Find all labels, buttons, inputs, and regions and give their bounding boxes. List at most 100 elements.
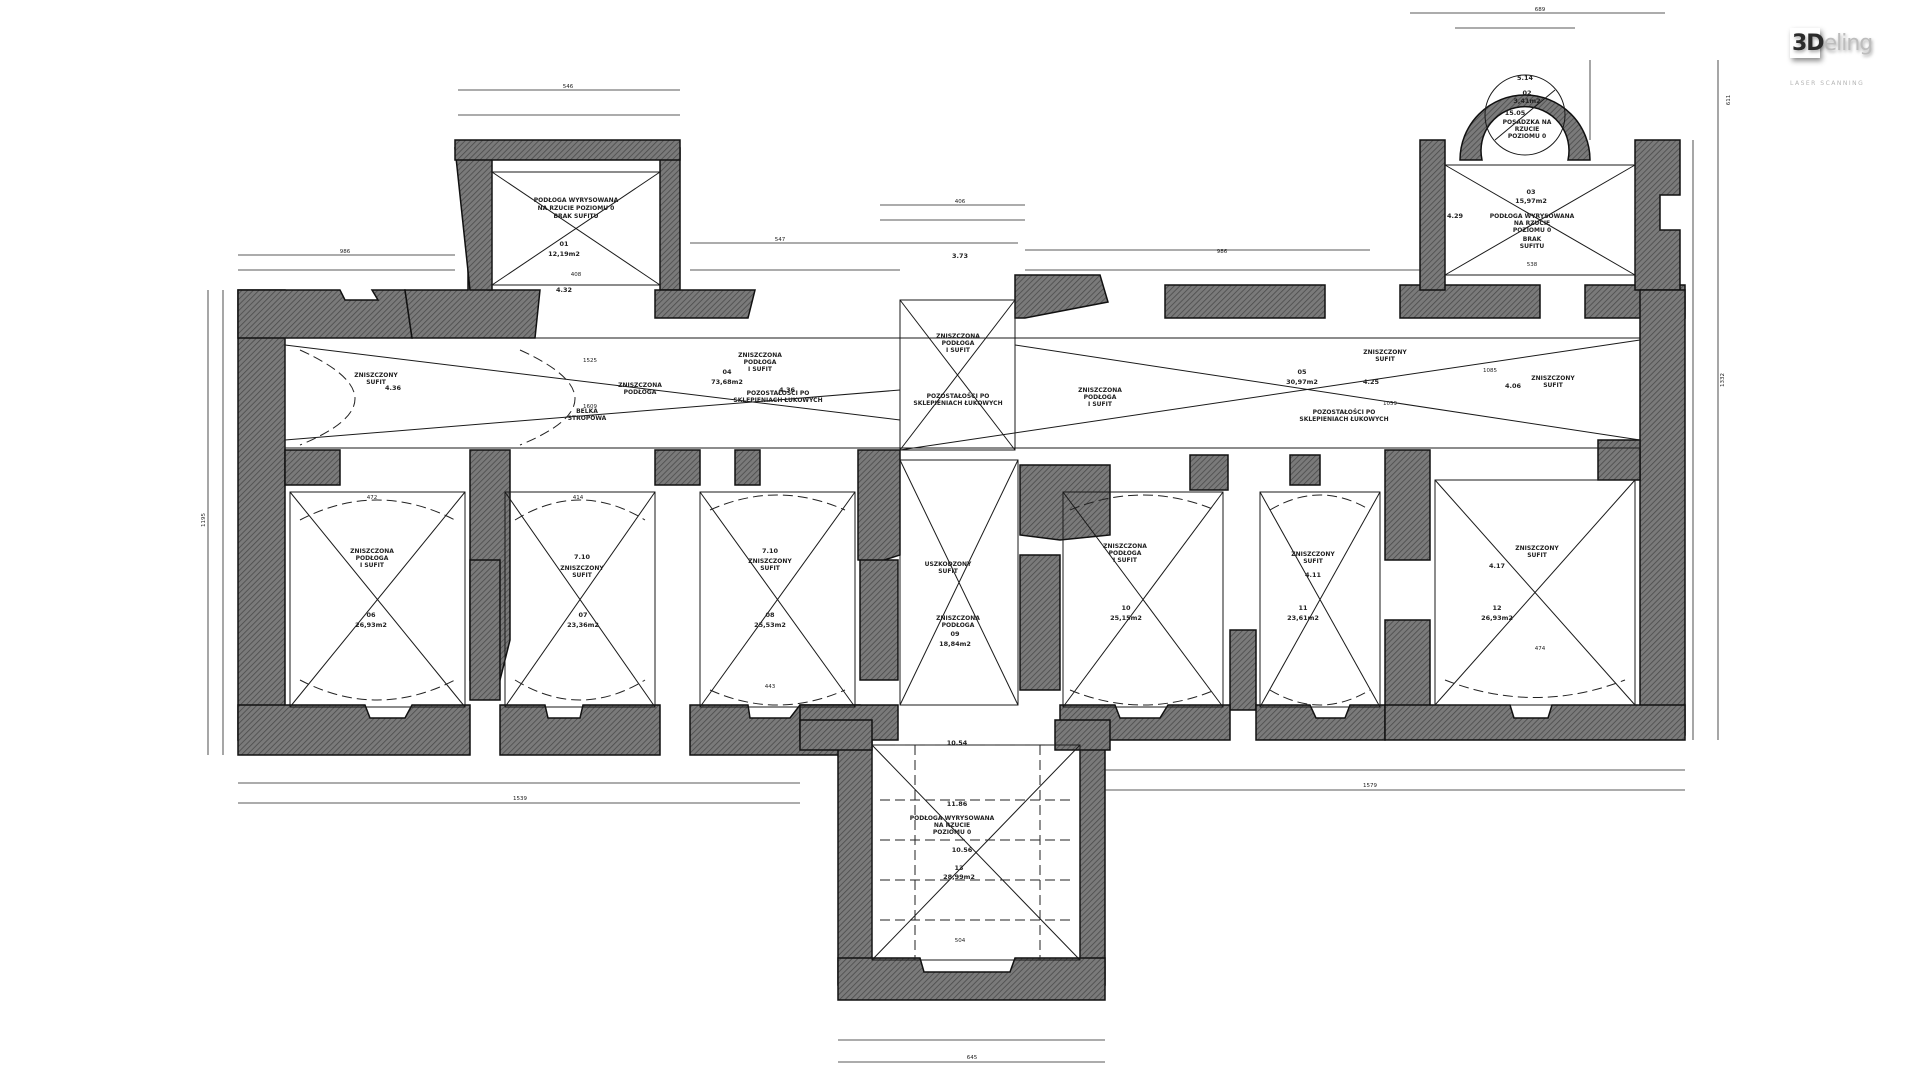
room-11-note-2: SUFIT <box>1303 558 1324 565</box>
wall-south-6 <box>1255 704 1386 741</box>
wall-wing-south <box>837 957 1106 1001</box>
level-mark: 10.54 <box>947 739 968 747</box>
center-note-2: PODŁOGA <box>942 340 975 347</box>
corridor-left-note-2: SUFIT <box>366 379 387 386</box>
room-13-area: 28,99m2 <box>943 873 975 881</box>
room-01-note-1: PODŁOGA WYRYSOWANA <box>534 197 619 204</box>
wall-corridor-s4 <box>734 449 761 486</box>
wall-partition-3 <box>1019 554 1061 691</box>
room-06-note-3: I SUFIT <box>360 562 385 569</box>
room-03-note-4: BRAK <box>1523 236 1542 243</box>
room-07-outline <box>504 491 656 708</box>
dim-bottom-total-left: 1539 <box>513 796 527 802</box>
dim-right-total: 1332 <box>1720 373 1726 387</box>
level-mark: 4.32 <box>556 286 572 294</box>
logo-suffix: eling <box>1823 31 1874 56</box>
wall-partition-1 <box>469 559 501 701</box>
dim-tower-height: 611 <box>1726 95 1732 106</box>
room-12-area: 26,93m2 <box>1481 614 1513 622</box>
room-03-note-2: NA RZUCIE <box>1514 220 1550 227</box>
room-06-note-1: ZNISZCZONA <box>350 548 394 555</box>
room-13-note-3: POZIOMU 0 <box>933 829 971 836</box>
room-03-number: 03 <box>1526 188 1535 196</box>
corridor-outline <box>284 337 1641 449</box>
room-08-number: 08 <box>765 611 775 619</box>
room-08-note-1: ZNISZCZONY <box>748 558 792 565</box>
wall-south-7 <box>1384 704 1686 741</box>
wall-corridor-s10 <box>1597 439 1641 481</box>
room-center-outline <box>899 299 1016 451</box>
room-09-note-1: USZKODZONY <box>925 561 972 568</box>
room-09-outline <box>899 459 1019 706</box>
vault-dashed-lines <box>299 349 1626 960</box>
wall-corridor-s9 <box>1384 449 1431 561</box>
wall-corridor-s5 <box>857 449 901 563</box>
room-03-note-3: POZIOMU 0 <box>1513 227 1551 234</box>
room-04-area: 73,68m2 <box>711 378 743 386</box>
room-09-note-2: SUFIT <box>938 568 959 575</box>
room-10-note-2: PODŁOGA <box>1109 550 1142 557</box>
dim-top-left-total: 986 <box>340 249 351 255</box>
room-12-outline <box>1434 479 1636 706</box>
wall-annex-east <box>659 147 681 291</box>
wall-annex-west <box>454 147 493 291</box>
logo-prefix: 3D <box>1792 31 1825 56</box>
room-06-number: 06 <box>366 611 376 619</box>
room-08-width: 443 <box>765 684 776 690</box>
center-remains-2: SKLEPIENIACH ŁUKOWYCH <box>913 400 1002 407</box>
level-mark: 5.14 <box>1517 74 1534 82</box>
wall-north-mid1 <box>654 289 756 319</box>
room-04-remains-1: POZOSTAŁOŚCI PO <box>747 390 810 397</box>
wall-partition-5 <box>1384 619 1431 711</box>
room-13-note-2: NA RZUCIE <box>934 822 970 829</box>
room-05-note-2: SUFIT <box>1375 356 1396 363</box>
dimension-lines <box>207 12 1719 1063</box>
room-01-note-2: NA RZUCIE POZIOMU 0 <box>538 205 615 212</box>
room-10-note-3: I SUFIT <box>1113 557 1138 564</box>
center-note-3: I SUFIT <box>946 347 971 354</box>
wall-corridor-s6 <box>1019 464 1111 541</box>
tower-round <box>1459 94 1591 161</box>
right-end-note-2: SUFIT <box>1543 382 1564 389</box>
room-10-note-1: ZNISZCZONA <box>1103 543 1147 550</box>
room-04-note-2: PODŁOGA <box>744 359 777 366</box>
room-12-width: 474 <box>1535 646 1546 652</box>
room-labels: PODŁOGA WYRYSOWANA NA RZUCIE POZIOMU 0 B… <box>350 89 1575 944</box>
level-mark: 11.86 <box>947 800 968 808</box>
room-10-outline <box>1062 491 1224 708</box>
dim-corridor-2: 1609 <box>583 404 597 410</box>
dim-tower-total: 689 <box>1535 7 1546 13</box>
level-mark: 4.06 <box>1505 382 1522 390</box>
room-10-number: 10 <box>1121 604 1131 612</box>
room-02-note-1: POSADZKA NA <box>1503 119 1552 126</box>
room-05-remains-2: SKLEPIENIACH ŁUKOWYCH <box>1299 416 1388 423</box>
wall-wing-junction-r <box>1054 719 1111 751</box>
room-10-area: 25,15m2 <box>1110 614 1142 622</box>
dim-south-wing-total: 645 <box>967 1055 978 1061</box>
level-mark: 4.11 <box>1305 571 1322 579</box>
dim-bottom-total-right: 1579 <box>1363 783 1377 789</box>
room-01-number: 01 <box>559 240 569 248</box>
room-05-area: 30,97m2 <box>1286 378 1318 386</box>
right-mid-note-2: PODŁOGA <box>1084 394 1117 401</box>
room-02-area: 3,41m2 <box>1513 97 1540 105</box>
room-05-number: 05 <box>1297 368 1307 376</box>
dim-north-annex-total: 546 <box>563 84 574 90</box>
room-04-number: 04 <box>722 368 732 376</box>
room-07-area: 23,36m2 <box>567 621 599 629</box>
wall-corridor-s7 <box>1189 454 1229 491</box>
wall-wing-east <box>1079 739 1106 986</box>
level-mark: 4.36 <box>779 386 796 394</box>
logo-mark <box>1790 28 1820 58</box>
dim-top-center-total: 406 <box>955 199 966 205</box>
dim-corridor-1: 1525 <box>583 358 597 364</box>
room-11-number: 11 <box>1298 604 1308 612</box>
wall-corridor-s8 <box>1289 454 1321 486</box>
room-11-outline <box>1259 491 1381 708</box>
room-07-number: 07 <box>578 611 587 619</box>
room-08-note-2: SUFIT <box>760 565 781 572</box>
wall-west <box>237 289 286 741</box>
room-01-outline <box>491 171 661 286</box>
room-09-note-3: ZNISZCZONA <box>936 615 980 622</box>
room-04-note-1: ZNISZCZONA <box>738 352 782 359</box>
